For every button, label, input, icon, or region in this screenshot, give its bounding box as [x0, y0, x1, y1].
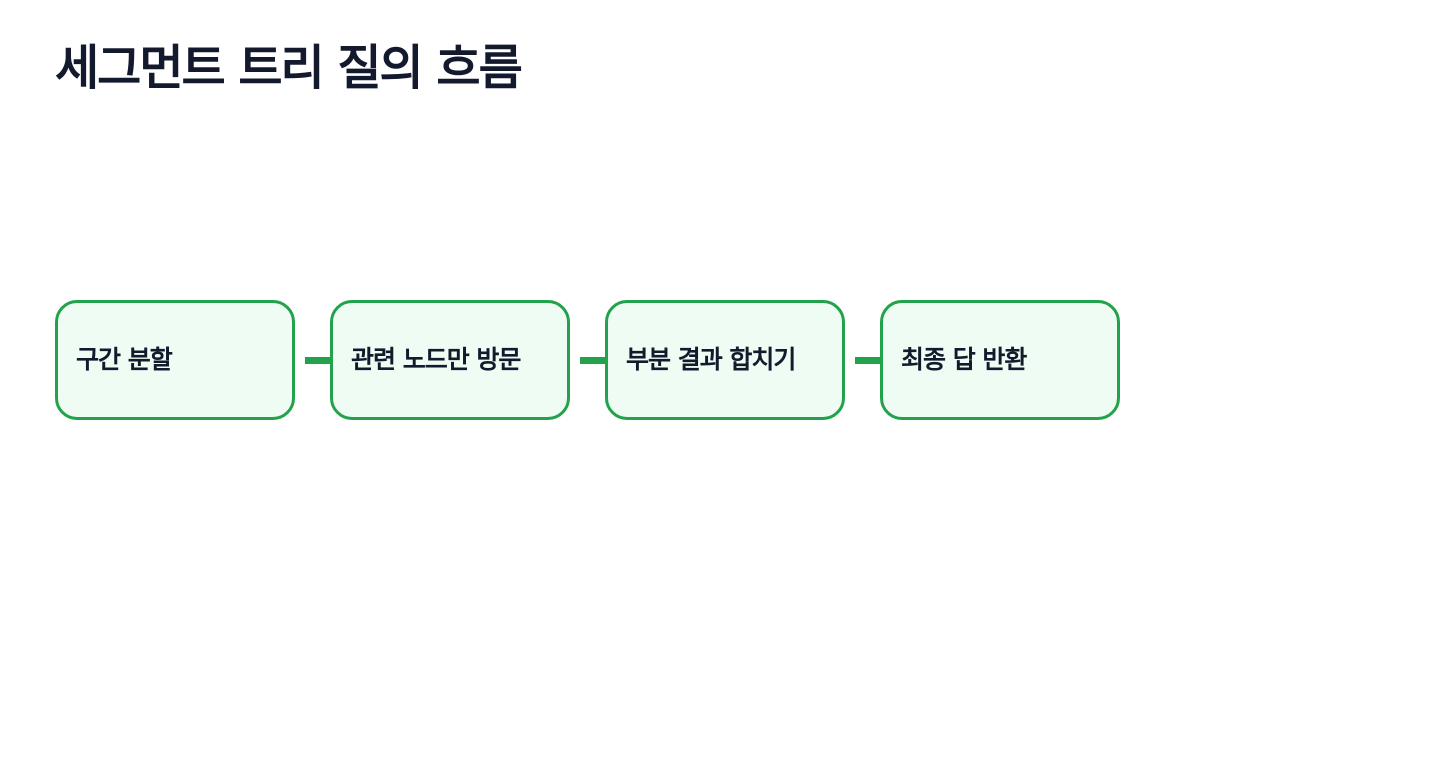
step-box-return-answer: 최종 답 반환 [880, 300, 1120, 420]
step-box-merge-results: 부분 결과 합치기 [605, 300, 845, 420]
connector-line [570, 300, 606, 420]
step-label: 관련 노드만 방문 [351, 345, 521, 374]
connector-line [295, 300, 331, 420]
page-title: 세그먼트 트리 질의 흐름 [55, 40, 523, 96]
step-label: 부분 결과 합치기 [626, 345, 796, 374]
step-label: 구간 분할 [76, 345, 173, 374]
step-label: 최종 답 반환 [901, 345, 1027, 374]
step-box-visit-nodes: 관련 노드만 방문 [330, 300, 570, 420]
connector-line [845, 300, 881, 420]
step-box-split-range: 구간 분할 [55, 300, 295, 420]
flow-diagram: 구간 분할 관련 노드만 방문 부분 결과 합치기 최종 답 반환 [55, 300, 1120, 420]
